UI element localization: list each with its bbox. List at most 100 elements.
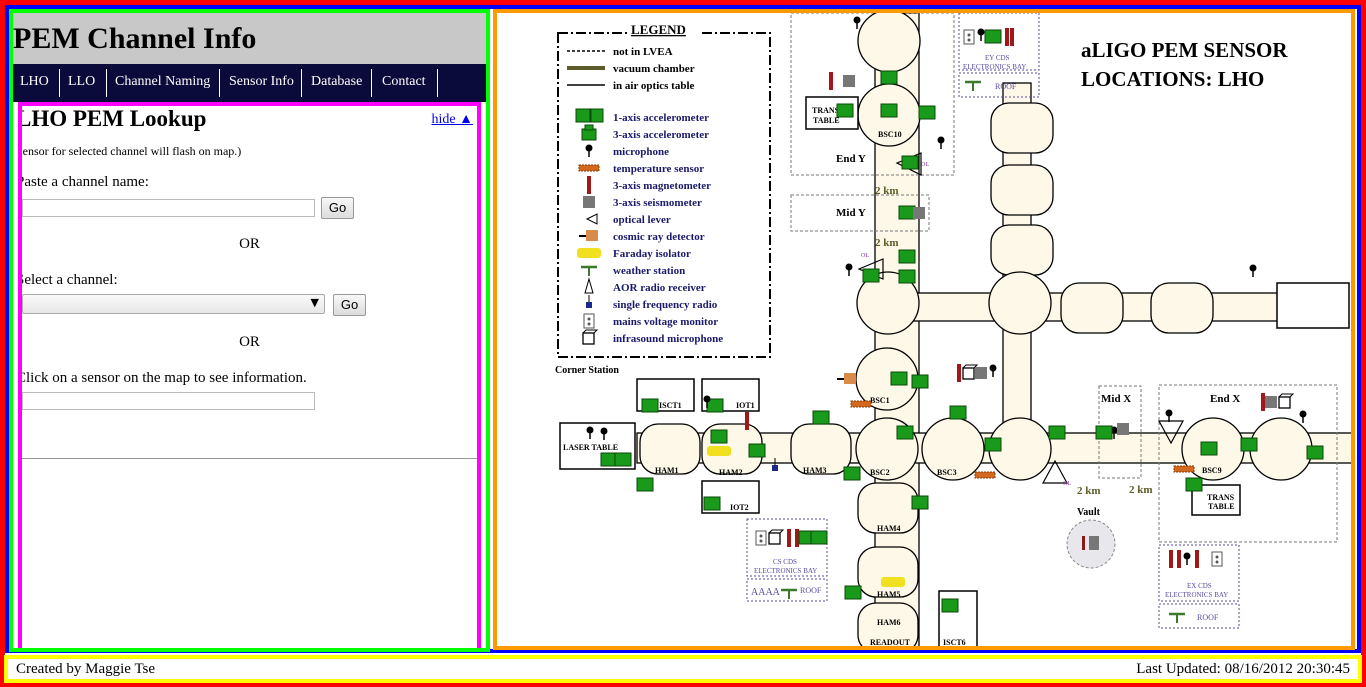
accel1-icon[interactable] (862, 268, 880, 283)
weather-station-icon[interactable] (965, 80, 981, 91)
accel1-icon[interactable] (898, 249, 916, 264)
legend-item-label: optical lever (613, 214, 671, 226)
nav-item-sensor-info[interactable]: Sensor Info (229, 74, 294, 89)
accel1-icon[interactable] (898, 269, 916, 284)
channel-name-input[interactable] (22, 199, 315, 217)
weather-station-icon[interactable] (1169, 612, 1185, 623)
microphone-icon[interactable] (703, 395, 711, 409)
magnetometer-icon[interactable] (1195, 550, 1199, 568)
microphone-icon[interactable] (845, 263, 853, 277)
magnetometer-icon[interactable] (829, 72, 833, 90)
microphone-icon[interactable] (989, 364, 997, 378)
radio-icon[interactable] (772, 458, 778, 471)
legend-item-label: single frequency radio (613, 299, 718, 311)
magnetometer-icon[interactable] (1169, 550, 1173, 568)
accel1-icon[interactable] (614, 452, 632, 467)
microphone-icon[interactable] (937, 136, 945, 150)
faraday-icon[interactable] (707, 446, 731, 456)
go-button-paste[interactable]: Go (321, 197, 354, 219)
microphone-icon[interactable] (1249, 264, 1257, 278)
go-button-select[interactable]: Go (333, 294, 366, 316)
seismometer-icon[interactable] (1265, 396, 1277, 408)
accel1-icon[interactable] (1185, 477, 1203, 492)
magnetometer-icon[interactable] (1005, 28, 1009, 46)
weather-station-icon[interactable] (781, 588, 797, 599)
legend-item-label: AOR radio receiver (613, 282, 706, 294)
sensor-info-field[interactable] (22, 392, 315, 410)
temperature-icon[interactable] (1173, 465, 1195, 473)
accel1-icon[interactable] (1095, 425, 1113, 440)
accel1-icon[interactable] (911, 374, 929, 389)
accel1-icon[interactable] (890, 371, 908, 386)
microphone-icon[interactable] (586, 426, 594, 440)
accel1-icon[interactable] (1240, 437, 1258, 452)
accel1-icon[interactable] (896, 425, 914, 440)
chamber-ham1 (639, 423, 701, 475)
accel1-icon[interactable] (918, 105, 936, 120)
microphone-icon[interactable] (600, 427, 608, 441)
chamber-output-2 (990, 164, 1054, 216)
aaaa-label: AAAA (751, 587, 781, 598)
accel1-icon[interactable] (710, 429, 728, 444)
ey-roof-label: ROOF (995, 82, 1017, 91)
nav-item-channel-naming[interactable]: Channel Naming (115, 74, 211, 89)
infrasound-icon[interactable] (962, 364, 979, 380)
channel-select[interactable]: ▼ (22, 294, 325, 314)
accel1-icon[interactable] (844, 585, 862, 600)
magnetometer-icon[interactable] (1261, 393, 1265, 411)
accel1-icon[interactable] (748, 443, 766, 458)
cosmic-ray-icon[interactable] (837, 373, 856, 384)
accel1-icon[interactable] (898, 205, 916, 220)
accel1-icon[interactable] (836, 103, 854, 118)
accel1-icon[interactable] (1306, 445, 1324, 460)
microphone-icon[interactable] (977, 28, 985, 42)
accel1-icon[interactable] (843, 466, 861, 481)
accel1-icon[interactable] (984, 437, 1002, 452)
seismometer-icon[interactable] (843, 75, 855, 87)
magnetometer-icon[interactable] (1010, 28, 1014, 46)
accel1-icon[interactable] (1048, 425, 1066, 440)
accel1-icon[interactable] (810, 530, 828, 545)
footer-credit: Created by Maggie Tse (16, 661, 156, 677)
microphone-icon[interactable] (1165, 409, 1173, 423)
mains-monitor-icon[interactable] (755, 530, 767, 546)
end-y-label: End Y (836, 153, 866, 165)
mains-monitor-icon[interactable] (963, 29, 975, 45)
magnetometer-icon[interactable] (787, 529, 791, 547)
accel1-icon[interactable] (703, 496, 721, 511)
nav-item-lho[interactable]: LHO (20, 74, 49, 89)
magnetometer-icon[interactable] (1177, 550, 1181, 568)
faraday-icon[interactable] (881, 577, 905, 587)
nav-item-database[interactable]: Database (311, 74, 363, 89)
hide-link[interactable]: hide ▲ (431, 112, 473, 127)
accel1-icon[interactable] (880, 103, 898, 118)
magnetometer-icon[interactable] (957, 364, 961, 382)
seismometer-icon[interactable] (1117, 423, 1129, 435)
accel1-icon[interactable] (984, 29, 1002, 44)
ex-electronics-bay-label: ELECTRONICS BAY (1165, 591, 1228, 599)
infrasound-icon[interactable] (768, 529, 785, 545)
accel1-icon[interactable] (949, 405, 967, 420)
accel1-icon[interactable] (880, 70, 898, 85)
temperature-icon[interactable] (850, 400, 872, 408)
trans-table-label: TABLE (813, 116, 840, 125)
accel1-icon[interactable] (636, 477, 654, 492)
temperature-icon[interactable] (974, 471, 996, 479)
magnetometer-icon[interactable] (795, 529, 799, 547)
accel1-icon[interactable] (1200, 441, 1218, 456)
magnetometer-icon[interactable] (745, 412, 749, 430)
nav-item-contact[interactable]: Contact (382, 74, 426, 89)
accel1-icon[interactable] (812, 410, 830, 425)
seismometer-icon[interactable] (975, 367, 987, 379)
accel1-icon[interactable] (911, 495, 929, 510)
seismometer-icon[interactable] (913, 207, 925, 219)
microphone-icon[interactable] (1299, 410, 1307, 424)
microphone-icon[interactable] (853, 16, 861, 30)
accel1-icon[interactable] (941, 598, 959, 613)
accel1-icon[interactable] (641, 398, 659, 413)
infrasound-icon[interactable] (1278, 393, 1295, 409)
microphone-icon[interactable] (1183, 552, 1191, 566)
nav-item-llo[interactable]: LLO (68, 74, 96, 89)
accel1-icon[interactable] (901, 155, 919, 170)
mains-monitor-icon[interactable] (1211, 551, 1223, 567)
